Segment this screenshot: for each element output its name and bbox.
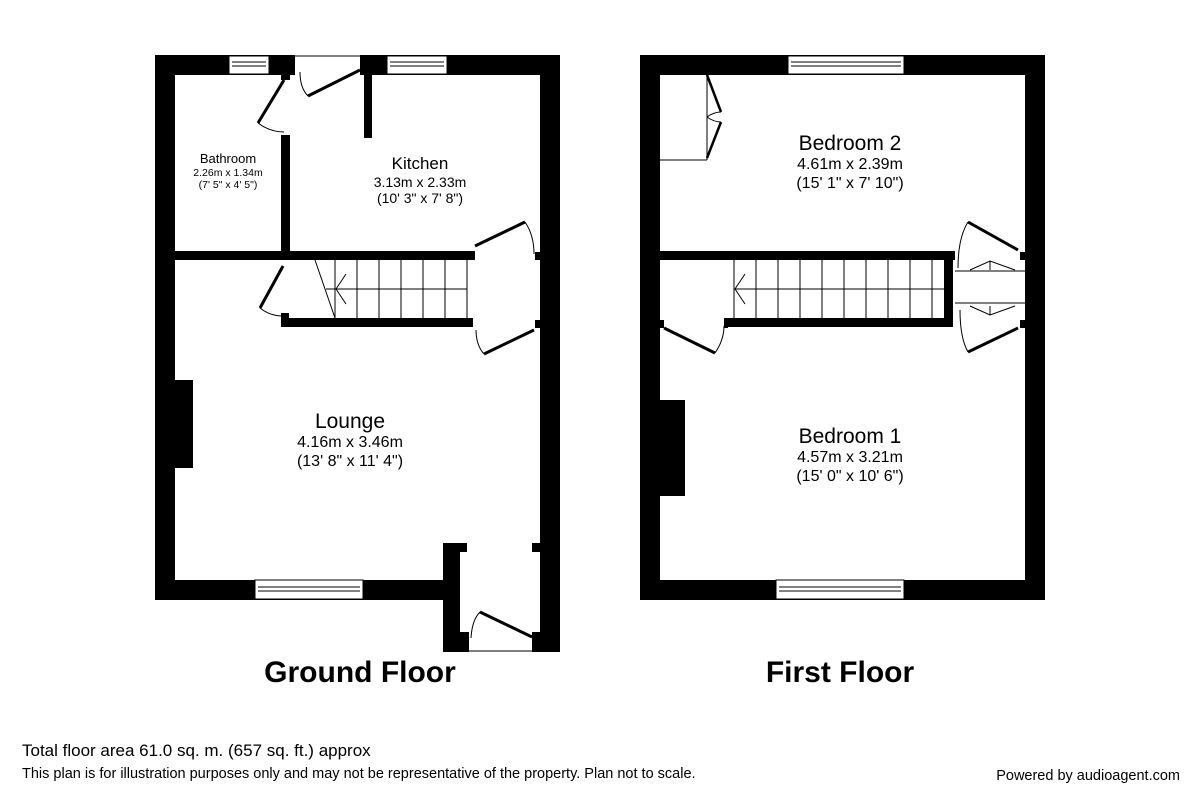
wall bbox=[1020, 320, 1026, 328]
wall bbox=[1025, 55, 1045, 600]
room-dimension-metric: 2.26m x 1.34m bbox=[193, 166, 263, 179]
wall bbox=[364, 55, 372, 138]
wall bbox=[155, 55, 175, 600]
wall bbox=[281, 313, 289, 327]
room-dimension-metric: 4.61m x 2.39m bbox=[797, 156, 903, 174]
disclaimer-text: This plan is for illustration purposes o… bbox=[22, 766, 696, 782]
room-dimension-imperial: (15' 0" x 10' 6") bbox=[796, 467, 904, 485]
wall bbox=[1020, 252, 1026, 260]
room-name: Bedroom 2 bbox=[798, 132, 902, 155]
room-kitchen: Kitchen 3.13m x 2.33m (10' 3" x 7' 8") bbox=[320, 154, 520, 206]
room-bedroom-2: Bedroom 2 4.61m x 2.39m (15' 1" x 7' 10"… bbox=[750, 132, 950, 193]
wall bbox=[281, 135, 290, 260]
wall bbox=[535, 252, 543, 260]
room-dimension-metric: 4.57m x 3.21m bbox=[797, 449, 903, 467]
powered-by-credit: Powered by audioagent.com bbox=[996, 768, 1180, 784]
room-name: Bathroom bbox=[199, 151, 257, 166]
wall bbox=[660, 320, 664, 328]
room-dimension-imperial: (10' 3" x 7' 8") bbox=[376, 189, 464, 206]
ground-floor-plan bbox=[155, 55, 560, 652]
wall bbox=[175, 251, 475, 260]
window bbox=[228, 55, 270, 75]
window bbox=[775, 579, 905, 600]
first-stairs bbox=[733, 260, 1025, 318]
wall bbox=[535, 320, 543, 328]
window bbox=[254, 579, 364, 600]
room-lounge: Lounge 4.16m x 3.46m (13' 8" x 11' 4") bbox=[250, 410, 450, 471]
wall bbox=[540, 55, 560, 652]
room-bedroom-1: Bedroom 1 4.57m x 3.21m (15' 0" x 10' 6"… bbox=[750, 425, 950, 486]
room-name: Bedroom 1 bbox=[798, 425, 902, 448]
wall bbox=[944, 251, 953, 327]
wall bbox=[155, 55, 295, 75]
window bbox=[386, 55, 448, 75]
wall bbox=[443, 543, 460, 652]
window bbox=[787, 55, 905, 75]
room-bathroom: Bathroom 2.26m x 1.34m (7' 5" x 4' 5") bbox=[175, 151, 281, 191]
wall bbox=[660, 251, 955, 260]
wall bbox=[532, 632, 560, 652]
room-name: Lounge bbox=[314, 410, 386, 433]
floor-title-ground: Ground Floor bbox=[264, 656, 456, 689]
wall bbox=[724, 318, 728, 328]
room-dimension-imperial: (15' 1" x 7' 10") bbox=[796, 174, 904, 192]
floor-title-first: First Floor bbox=[765, 656, 915, 689]
wall bbox=[532, 543, 542, 552]
room-name: Kitchen bbox=[391, 154, 449, 173]
total-floor-area: Total floor area 61.0 sq. m. (657 sq. ft… bbox=[22, 741, 371, 760]
chimney-breast bbox=[175, 380, 193, 468]
wall bbox=[640, 55, 660, 600]
wall bbox=[443, 543, 467, 552]
ground-stairs bbox=[314, 259, 468, 319]
wall bbox=[443, 632, 469, 652]
room-dimension-metric: 3.13m x 2.33m bbox=[373, 173, 467, 190]
room-dimension-metric: 4.16m x 3.46m bbox=[297, 434, 403, 452]
room-dimension-imperial: (7' 5" x 4' 5") bbox=[198, 179, 258, 191]
chimney-breast bbox=[660, 400, 685, 496]
wardrobe bbox=[660, 74, 723, 161]
wall bbox=[727, 318, 953, 327]
wall bbox=[281, 72, 290, 80]
room-dimension-imperial: (13' 8" x 11' 4") bbox=[296, 452, 404, 470]
wall bbox=[281, 318, 473, 327]
